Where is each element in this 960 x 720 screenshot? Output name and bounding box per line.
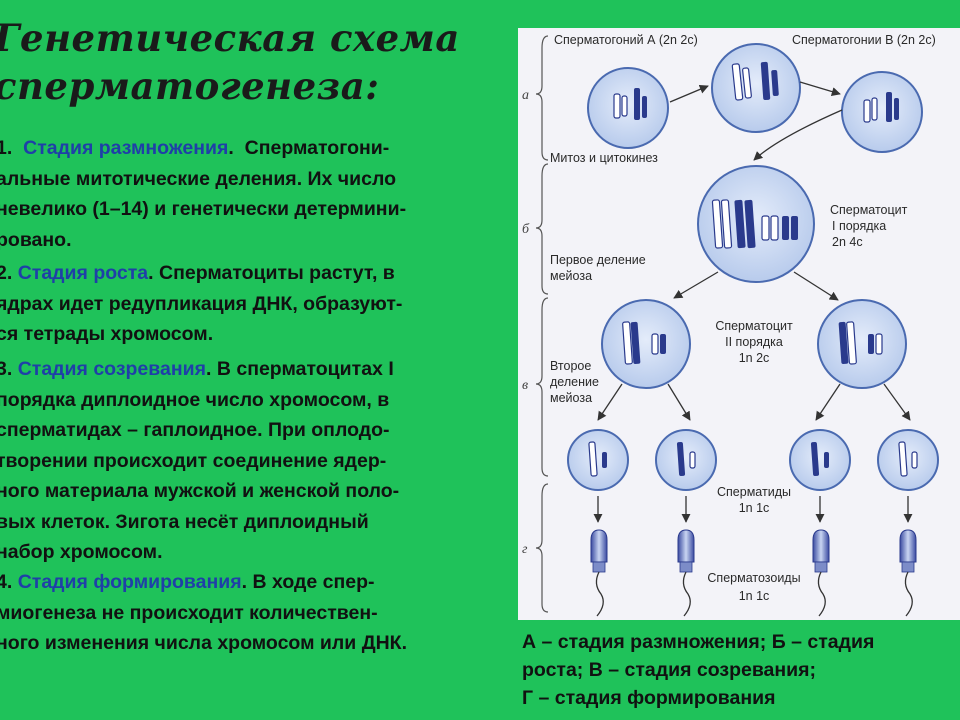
label-spermatids-l1: Сперматиды bbox=[717, 485, 791, 499]
title-line-2: сперматогенеза: bbox=[0, 62, 460, 110]
label-meiosis2-l2: деление bbox=[550, 375, 599, 389]
stage-letter-g: г bbox=[522, 542, 528, 557]
caption-line-1: А – стадия размножения; Б – стадия bbox=[522, 628, 960, 656]
cell-spermatid-4 bbox=[878, 430, 938, 490]
spermatogenesis-diagram: а б в г Сперматогоний А (2n 2c) Спермато… bbox=[518, 28, 960, 620]
paragraph-text: ровано. bbox=[0, 225, 504, 256]
stage-number: 3. bbox=[0, 358, 12, 380]
paragraph-text: вых клеток. Зигота несёт диплоидный bbox=[0, 507, 504, 538]
stage-braces bbox=[536, 36, 548, 612]
stage-letter-v: в bbox=[522, 378, 528, 393]
stage-number: 1. bbox=[0, 137, 12, 159]
caption-line-2: роста; В – стадия созревания; bbox=[522, 656, 960, 684]
stage-number: 4. bbox=[0, 571, 12, 593]
label-meiosis1-l1: Первое деление bbox=[550, 253, 646, 267]
paragraph-text: миогенеза не происходит количествен- bbox=[0, 598, 504, 629]
label-meiosis1-l2: мейоза bbox=[550, 269, 592, 283]
paragraph-text: творении происходит соединение ядер- bbox=[0, 446, 504, 477]
cell-spermatocyte-2-right bbox=[818, 300, 906, 388]
label-spermatozoa-l1: Сперматозоиды bbox=[707, 571, 800, 585]
paragraph-text: альные митотические деления. Их число bbox=[0, 164, 504, 195]
label-spermatogonia-a: Сперматогоний А (2n 2c) bbox=[554, 33, 698, 47]
paragraph-text: ядрах идет редупликация ДНК, образуют- bbox=[0, 289, 504, 320]
sperm-cell-3 bbox=[813, 530, 829, 616]
paragraph-text: Сперматогони- bbox=[245, 137, 390, 159]
diagram-caption: А – стадия размножения; Б – стадия роста… bbox=[522, 628, 960, 712]
cell-spermatogonium-a-left bbox=[588, 68, 668, 148]
sperm-cell-2 bbox=[678, 530, 694, 616]
label-spermatids-l2: 1n 1c bbox=[739, 501, 770, 515]
cell-spermatocyte-2-left bbox=[602, 300, 690, 388]
arrows-row-v bbox=[598, 384, 910, 420]
stage-title: Стадия роста bbox=[18, 262, 148, 284]
title-line-1: Генетическая схема bbox=[0, 14, 460, 62]
paragraph-text: В ходе спер- bbox=[253, 571, 375, 593]
paragraph-stage-4: 4. Стадия формирования. В ходе спер- мио… bbox=[0, 567, 504, 659]
paragraph-text: сперматидах – гаплоидное. При оплодо- bbox=[0, 415, 504, 446]
cell-spermatid-1 bbox=[568, 430, 628, 490]
sperm-cell-4 bbox=[900, 530, 916, 616]
paragraph-stage-2: 2. Стадия роста. Сперматоциты растут, в … bbox=[0, 258, 504, 350]
label-spermatocyte1-l1: Сперматоцит bbox=[830, 203, 908, 217]
label-spermatocyte2-l2: II порядка bbox=[725, 335, 783, 349]
stage-title: Стадия созревания bbox=[18, 358, 206, 380]
paragraph-text: порядка диплоидное число хромосом, в bbox=[0, 385, 504, 416]
paragraph-text: ного материала мужской и женской поло- bbox=[0, 476, 504, 507]
cell-spermatocyte-1 bbox=[698, 166, 814, 282]
paragraph-text: ся тетрады хромосом. bbox=[0, 319, 504, 350]
paragraph-stage-1: 1. Стадия размножения. Сперматогони- аль… bbox=[0, 133, 504, 255]
page-title: Генетическая схема сперматогенеза: bbox=[0, 14, 460, 110]
label-mitosis: Митоз и цитокинез bbox=[550, 151, 658, 165]
cell-spermatid-3 bbox=[790, 430, 850, 490]
label-meiosis2-l1: Второе bbox=[550, 359, 591, 373]
paragraph-text: набор хромосом. bbox=[0, 537, 504, 568]
stage-number: 2. bbox=[0, 262, 12, 284]
cell-spermatogonium-a-center bbox=[712, 44, 800, 132]
paragraph-text: В сперматоцитах I bbox=[217, 358, 394, 380]
paragraph-stage-3: 3. Стадия созревания. В сперматоцитах I … bbox=[0, 354, 504, 568]
paragraph-text: Сперматоциты растут, в bbox=[159, 262, 395, 284]
label-meiosis2-l3: мейоза bbox=[550, 391, 592, 405]
label-spermatogonia-b: Сперматогонии В (2n 2c) bbox=[792, 33, 936, 47]
label-spermatocyte1-l3: 2n 4c bbox=[832, 235, 863, 249]
label-spermatozoa-l2: 1n 1c bbox=[739, 589, 770, 603]
label-spermatocyte2-l1: Сперматоцит bbox=[715, 319, 793, 333]
sperm-cell-1 bbox=[591, 530, 607, 616]
paragraph-text: ного изменения числа хромосом или ДНК. bbox=[0, 628, 504, 659]
label-spermatocyte1-l2: I порядка bbox=[832, 219, 886, 233]
paragraph-text: невелико (1–14) и генетически детермини- bbox=[0, 194, 504, 225]
stage-letter-b: б bbox=[522, 222, 530, 237]
cell-spermatogonium-b bbox=[842, 72, 922, 152]
cell-spermatid-2 bbox=[656, 430, 716, 490]
stage-letter-a: а bbox=[522, 88, 529, 103]
stage-title: Стадия формирования bbox=[18, 571, 242, 593]
label-spermatocyte2-l3: 1n 2c bbox=[739, 351, 770, 365]
caption-line-3: Г – стадия формирования bbox=[522, 684, 960, 712]
stage-title: Стадия размножения bbox=[23, 137, 228, 159]
